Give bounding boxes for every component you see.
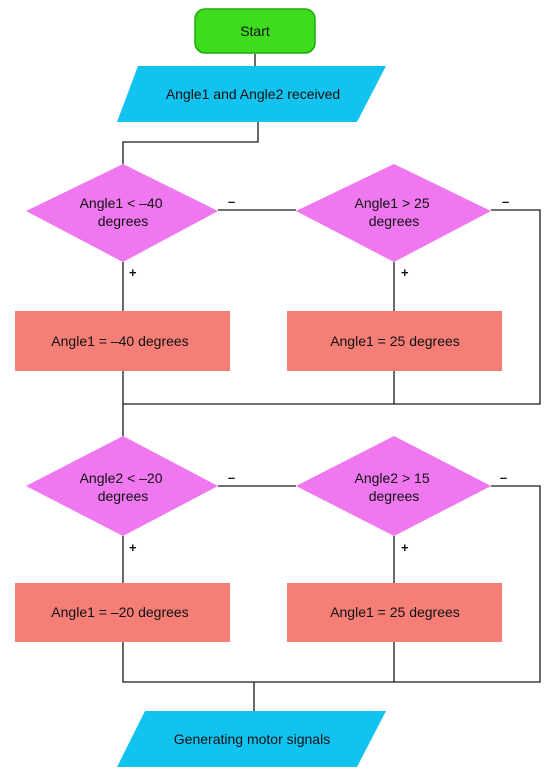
edge-label-d2-yes: +	[401, 265, 409, 280]
process-shape	[287, 311, 502, 371]
decision-angle1-gt-25: Angle1 > 25 degrees	[296, 164, 491, 262]
decision-angle2-lt-neg20: Angle2 < –20 degrees	[26, 436, 218, 536]
input-shape	[117, 66, 386, 122]
start-label: Start	[240, 23, 270, 39]
edge-label-d3-no: –	[228, 470, 235, 485]
decision-label-line1: Angle1 > 25	[354, 195, 429, 211]
connector-lines	[122, 54, 541, 711]
input-node: Angle1 and Angle2 received	[117, 66, 386, 122]
decision-label: Angle1 < –40 degrees	[80, 195, 167, 229]
decision-label: Angle2 < –20 degrees	[80, 470, 167, 504]
start-shape	[194, 8, 316, 54]
process-label: Angle1 = 25 degrees	[330, 333, 460, 349]
decision-angle1-lt-neg40: Angle1 < –40 degrees	[26, 164, 218, 262]
edge-label-d3-yes: +	[129, 540, 137, 555]
edge-label-d1-yes: +	[129, 265, 137, 280]
decision-label: Angle2 > 15 degrees	[354, 470, 433, 504]
line-d2-no-to-merge	[123, 209, 541, 405]
output-shape	[117, 711, 386, 767]
line-d4-no-to-output	[122, 485, 541, 683]
line-input-to-d1	[122, 122, 259, 164]
process-label: Angle1 = 25 degrees	[330, 604, 460, 620]
edge-label-d4-no: –	[500, 470, 507, 485]
input-label: Angle1 and Angle2 received	[166, 86, 340, 102]
process-label: Angle1 = –40 degrees	[51, 333, 188, 349]
process-shape	[287, 583, 502, 642]
process-angle1-25-a: Angle1 = 25 degrees	[287, 311, 502, 371]
decision-label-line1: Angle2 < –20	[80, 470, 163, 486]
start-node: Start	[194, 8, 316, 54]
decision-label-line2: degrees	[369, 488, 420, 504]
output-label: Generating motor signals	[174, 731, 330, 747]
decision-label: Angle1 > 25 degrees	[354, 195, 433, 229]
decision-label-line1: Angle1 < –40	[80, 195, 163, 211]
decision-label-line2: degrees	[98, 488, 149, 504]
process-angle1-neg20: Angle1 = –20 degrees	[15, 583, 230, 642]
output-node: Generating motor signals	[117, 711, 386, 767]
decision-shape	[296, 164, 491, 262]
process-angle1-25-b: Angle1 = 25 degrees	[287, 583, 502, 642]
decision-shape	[26, 436, 218, 536]
decision-label-line2: degrees	[369, 213, 420, 229]
edge-labels: – + – + – + – +	[129, 194, 509, 555]
process-shape	[15, 583, 230, 642]
decision-label-line2: degrees	[98, 213, 149, 229]
edge-label-d1-no: –	[228, 194, 235, 209]
decision-label-line1: Angle2 > 15	[354, 470, 429, 486]
decision-shape	[26, 164, 218, 262]
process-shape	[15, 311, 230, 371]
decision-shape	[296, 436, 491, 536]
process-label: Angle1 = –20 degrees	[51, 604, 188, 620]
edge-label-d4-yes: +	[401, 540, 409, 555]
process-angle1-neg40: Angle1 = –40 degrees	[15, 311, 230, 371]
decision-angle2-gt-15: Angle2 > 15 degrees	[296, 436, 491, 536]
edge-label-d2-no: –	[502, 194, 509, 209]
